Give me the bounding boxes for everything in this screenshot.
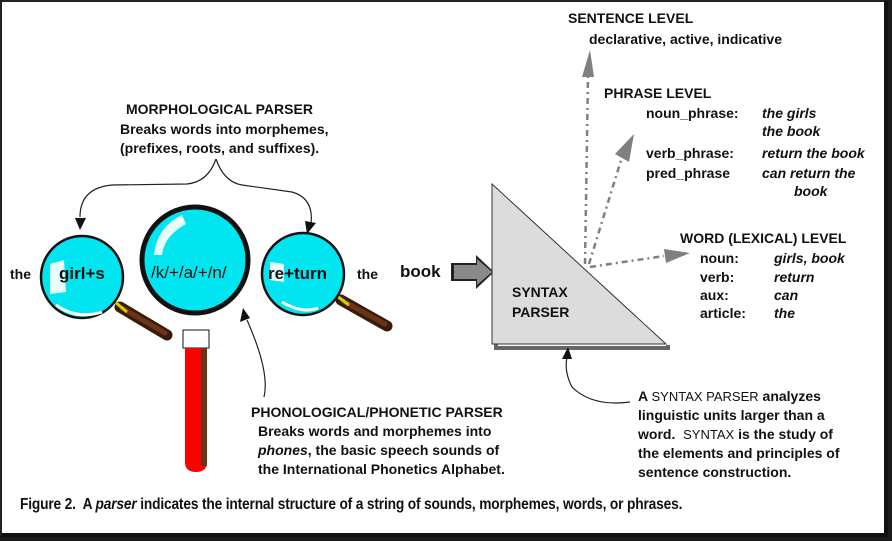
syntax-description: A SYNTAX PARSER analyzes linguistic unit… — [638, 387, 840, 482]
syntax-desc-l3b: is the study of — [734, 426, 833, 442]
phono-line3: the International Phonetics Alphabet. — [258, 461, 505, 477]
word-the-1: the — [10, 266, 31, 282]
thermometer — [182, 329, 210, 472]
syntax-triangle — [491, 182, 670, 350]
syntax-desc-l1a: A — [638, 388, 652, 404]
syntax-desc-arrow — [565, 356, 631, 404]
morph-line2: (prefixes, roots, and suffixes). — [120, 140, 320, 156]
phrase-key: pred_phrase — [646, 165, 731, 181]
magnifier-left — [39, 234, 173, 341]
phono-arrow — [246, 319, 266, 398]
word-value: return — [774, 269, 815, 285]
figure-caption: Figure 2. A parser indicates the interna… — [20, 496, 682, 514]
word-value: girls, book — [774, 250, 845, 266]
morph-arrow-right-head — [305, 221, 316, 234]
syntax-desc-line3: word. SYNTAX is the study of — [638, 425, 840, 444]
caption-italic: parser — [95, 496, 137, 513]
word-key: aux: — [700, 287, 729, 303]
word-book: book — [400, 262, 441, 281]
phono-title: PHONOLOGICAL/PHONETIC PARSER — [251, 404, 503, 420]
syntax-desc-line1: A SYNTAX PARSER analyzes — [638, 387, 840, 406]
arrow-to-sentence-head — [582, 50, 594, 77]
phono-line2-italic: phones — [258, 442, 308, 458]
arrow-to-sentence — [583, 75, 590, 265]
arrow-to-phrase — [587, 156, 624, 265]
syntax-desc-line2: linguistic units larger than a — [638, 407, 825, 423]
word-value: the — [774, 305, 795, 321]
morph-line1: Breaks words into morphemes, — [120, 121, 329, 137]
syntax-desc-line5: sentence construction. — [638, 464, 792, 480]
arrow-to-word — [589, 254, 665, 269]
syntax-label-line2: PARSER — [512, 304, 570, 320]
syntax-desc-l1-sc: SYNTAX PARSER — [651, 389, 759, 404]
phrase-level-title: PHRASE LEVEL — [604, 85, 712, 101]
phono-arrow-head — [240, 308, 250, 322]
sentence-level-value: declarative, active, indicative — [589, 31, 782, 47]
syntax-label-line1: SYNTAX — [512, 284, 568, 300]
syntax-desc-arrow-head — [562, 347, 572, 359]
word-value: can — [774, 287, 799, 303]
phrase-key: noun_phrase: — [646, 105, 739, 121]
caption-prefix: Figure 2. A — [20, 496, 96, 513]
word-girls: girl+s — [59, 264, 105, 283]
arrow-to-phrase-head — [615, 134, 634, 162]
syntax-desc-l1b: analyzes — [758, 388, 821, 404]
dotted-arrows — [583, 75, 665, 269]
magnifier-right — [260, 231, 393, 332]
phrase-key: verb_phrase: — [646, 145, 734, 161]
word-key: verb: — [700, 269, 735, 285]
word-return: re+turn — [268, 264, 328, 283]
phrase-value: return the book — [762, 145, 865, 161]
phrase-value: the girls — [762, 105, 817, 121]
magnifier-center — [139, 204, 251, 316]
morph-arrow-left-head — [75, 218, 86, 230]
syntax-desc-line4: the elements and principles of — [638, 445, 840, 461]
word-key: noun: — [700, 250, 739, 266]
arrow-to-word-head — [664, 249, 690, 263]
syntax-desc-l3a: word. — [638, 426, 684, 442]
syntax-desc-l3-sc: SYNTAX — [683, 427, 735, 442]
phono-line2: phones, the basic speech sounds of — [258, 442, 499, 458]
morph-arrow-left — [79, 158, 217, 218]
word-the-2: the — [357, 266, 378, 282]
caption-suffix: indicates the internal structure of a st… — [136, 496, 683, 513]
morph-title: MORPHOLOGICAL PARSER — [126, 101, 313, 117]
word-key: article: — [700, 305, 746, 321]
phrase-value: can return the — [762, 165, 856, 181]
word-can: /k/+/a/+/n/ — [151, 263, 227, 282]
sentence-level-title: SENTENCE LEVEL — [568, 10, 694, 26]
word-level-title: WORD (LEXICAL) LEVEL — [680, 230, 847, 246]
phono-line2-rest: , the basic speech sounds of — [307, 442, 500, 458]
phono-line1: Breaks words and morphemes into — [258, 423, 492, 439]
phrase-value: the book — [762, 123, 821, 139]
morph-arrow-right — [215, 158, 312, 225]
book-arrow-icon — [451, 255, 494, 289]
phrase-value: book — [794, 183, 828, 199]
